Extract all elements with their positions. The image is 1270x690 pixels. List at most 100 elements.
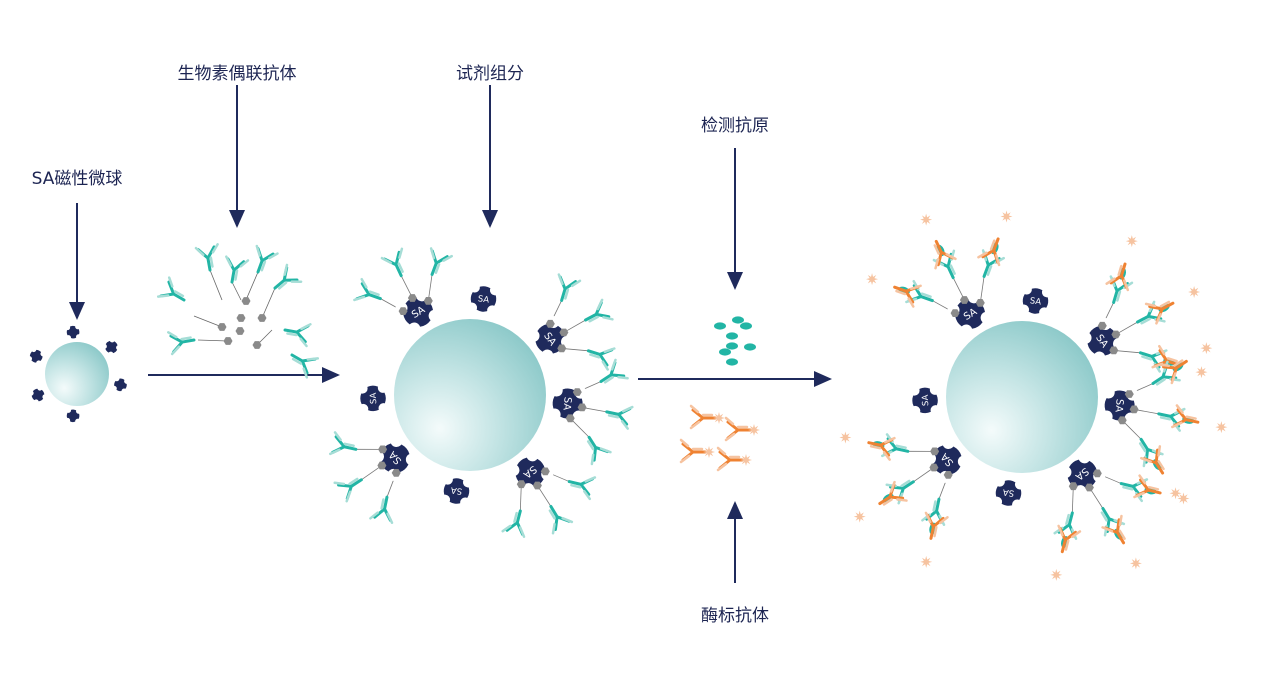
antibody-heavy bbox=[383, 250, 403, 278]
label-enzyme-antibody: 酶标抗体 bbox=[701, 606, 769, 626]
streptavidin-icon: SA bbox=[1059, 451, 1106, 498]
enzyme-star bbox=[920, 213, 933, 226]
biotin-hex bbox=[217, 323, 227, 331]
sa-notch bbox=[994, 476, 1005, 487]
enzyme-star-icon bbox=[1215, 421, 1228, 434]
label-sa-beads: SA磁性微球 bbox=[31, 169, 123, 189]
antibody-light bbox=[333, 477, 359, 503]
enzyme-star bbox=[866, 273, 879, 286]
enzyme-antibody-icon bbox=[1101, 514, 1126, 545]
antibody-light bbox=[1101, 514, 1126, 540]
sa-notch bbox=[408, 322, 421, 335]
capture-antibody-icon bbox=[557, 273, 582, 302]
antibody-light bbox=[353, 277, 380, 302]
enzyme-star-icon bbox=[839, 431, 852, 444]
enzyme-star-icon bbox=[703, 446, 715, 458]
linker-line bbox=[209, 269, 223, 301]
sa-label: SA bbox=[1113, 398, 1125, 412]
biotin-icon bbox=[975, 299, 985, 307]
biotin-icon bbox=[223, 337, 233, 345]
antibody-light bbox=[291, 357, 320, 379]
sa-notch bbox=[33, 399, 39, 405]
sa-notch bbox=[76, 334, 82, 340]
antibody-light bbox=[1144, 300, 1171, 325]
sa-label: SA bbox=[1029, 296, 1042, 308]
antibody-heavy bbox=[587, 435, 610, 462]
enzyme-star bbox=[713, 412, 725, 424]
linker-line bbox=[1115, 321, 1138, 335]
sa-notch bbox=[65, 407, 72, 413]
sa-notch bbox=[65, 325, 71, 331]
biotin-antibody-icon bbox=[273, 263, 303, 290]
capture-antibody-icon bbox=[599, 358, 629, 384]
sa-notch bbox=[415, 289, 428, 302]
biotin-hex bbox=[377, 461, 387, 470]
sa-notch bbox=[526, 449, 539, 462]
biotin-hex bbox=[975, 299, 985, 307]
antibody-light bbox=[977, 239, 1001, 267]
linker-line bbox=[361, 465, 383, 481]
antibody-light bbox=[501, 511, 526, 538]
sa-notch bbox=[980, 311, 993, 324]
antibody-light bbox=[924, 511, 949, 538]
sa-notch bbox=[487, 305, 498, 316]
sa-label: SA bbox=[450, 484, 463, 496]
antibody-light bbox=[679, 438, 704, 464]
enzyme-star-icon bbox=[1000, 210, 1013, 223]
enzyme-star bbox=[1169, 487, 1182, 500]
biotin-antibody-icon bbox=[194, 243, 219, 272]
biotin-hex bbox=[929, 463, 939, 472]
enzyme-antibody-icon bbox=[724, 416, 760, 442]
linker-line bbox=[1113, 350, 1141, 354]
enzyme-star bbox=[1195, 366, 1208, 379]
linker-line bbox=[519, 484, 522, 511]
sa-notch bbox=[960, 324, 973, 337]
enzyme-antibody-icon bbox=[679, 438, 715, 464]
sa-label: SA bbox=[921, 394, 931, 406]
antigen-icon bbox=[732, 316, 744, 324]
antibody-light bbox=[369, 498, 394, 524]
enzyme-star-icon bbox=[866, 273, 879, 286]
sa-notch bbox=[37, 385, 43, 391]
biotin-antibody-icon bbox=[290, 353, 320, 379]
antibody-light bbox=[588, 298, 614, 323]
antigen-icon bbox=[744, 343, 756, 351]
biotin-hex bbox=[241, 297, 251, 305]
enzyme-antibody-icon bbox=[878, 480, 908, 506]
sa-notch bbox=[405, 453, 418, 466]
sa-notch bbox=[572, 410, 585, 423]
capture-antibody-icon bbox=[333, 477, 363, 503]
sa-label: SA bbox=[477, 294, 490, 306]
sa-notch bbox=[957, 455, 970, 468]
sa-notch bbox=[1124, 412, 1137, 425]
sa-notch bbox=[466, 302, 478, 313]
streptavidin-icon: SA bbox=[439, 474, 474, 508]
enzyme-star-icon bbox=[1129, 557, 1142, 570]
antibody-light bbox=[380, 247, 404, 273]
enzyme-star-icon bbox=[713, 412, 725, 424]
enzyme-star bbox=[920, 555, 933, 568]
sa-notch bbox=[358, 403, 369, 415]
linker-line bbox=[1121, 420, 1142, 440]
sa-notch bbox=[109, 337, 115, 343]
sa-notch bbox=[1074, 485, 1087, 498]
biotin-hex bbox=[1068, 482, 1078, 491]
biotin-icon bbox=[930, 447, 940, 456]
biotin-hex bbox=[943, 471, 953, 479]
enzyme-antibody-icon bbox=[1105, 262, 1130, 292]
antibody-heavy bbox=[290, 353, 317, 375]
sa-notch bbox=[462, 477, 474, 488]
streptavidin-icon: SA bbox=[1079, 318, 1126, 364]
sa-body bbox=[552, 388, 583, 419]
biotin-icon bbox=[1084, 483, 1094, 492]
sa-label: SA bbox=[369, 392, 379, 404]
linker-line bbox=[193, 315, 223, 328]
sa-notch bbox=[428, 309, 441, 322]
sa-notch bbox=[929, 384, 941, 395]
sa-notch bbox=[1102, 386, 1115, 399]
antibody-heavy bbox=[605, 407, 632, 426]
enzyme-star bbox=[839, 431, 852, 444]
antibody-light bbox=[586, 440, 612, 466]
biotin-hex bbox=[532, 481, 542, 490]
biotin-icon bbox=[236, 314, 246, 322]
